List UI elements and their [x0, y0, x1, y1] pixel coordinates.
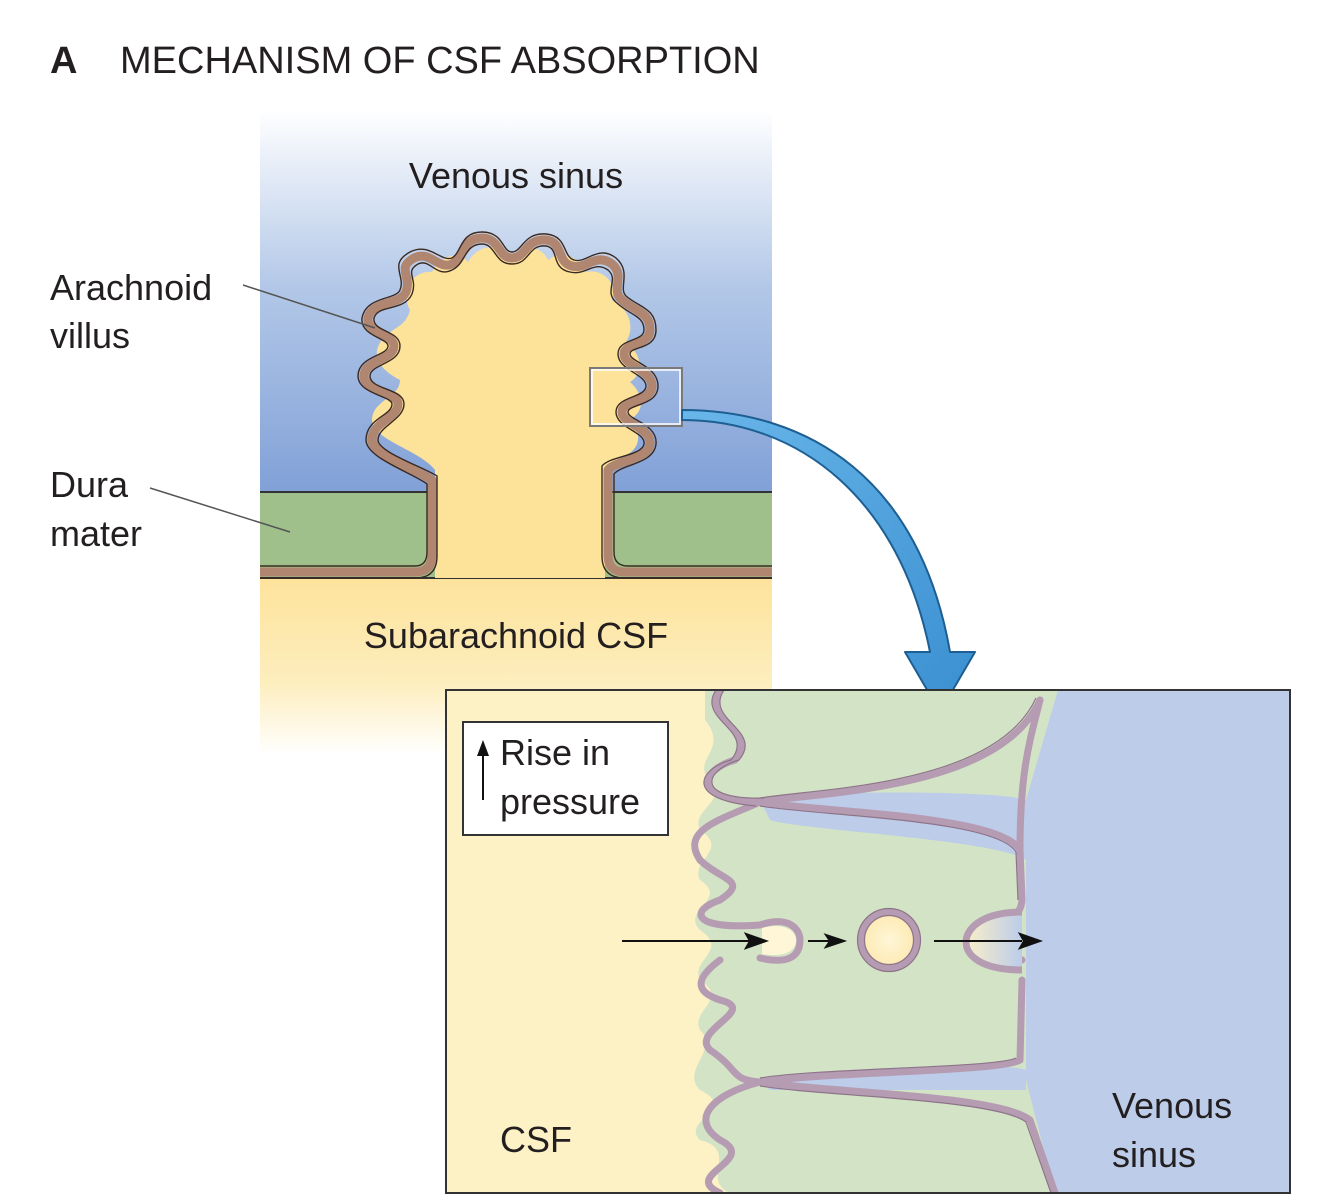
zoom-arrow [681, 409, 976, 713]
arachnoid-villus-label-2: villus [50, 315, 130, 356]
venous-sinus-label: Venous sinus [409, 155, 623, 196]
arachnoid-villus-label-1: Arachnoid [50, 267, 212, 308]
rise-in-pressure-box [462, 721, 669, 836]
inset-venous-sinus-region [1026, 690, 1290, 1193]
inset-frame [445, 689, 1291, 1194]
figure-title: MECHANISM OF CSF ABSORPTION [120, 40, 760, 82]
dura-mater-label-1: Dura [50, 464, 129, 505]
flow-arrows [622, 932, 1044, 950]
overview-panel [149, 110, 772, 755]
dura-mater-leader [149, 487, 291, 533]
zoom-box [589, 367, 683, 427]
subarachnoid-csf-label: Subarachnoid CSF [364, 615, 668, 656]
rise-in-pressure-label-2: pressure [500, 781, 640, 822]
arachnoid-villus-membrane [260, 233, 772, 577]
panel-letter: A [50, 40, 77, 82]
inset-venous-sinus-label-1: Venous [1112, 1085, 1232, 1126]
rise-in-pressure-label-1: Rise in [500, 732, 610, 773]
inset-venous-sinus-label-2: sinus [1112, 1134, 1196, 1175]
dura-mater-label-2: mater [50, 513, 142, 554]
inset-csf-label: CSF [500, 1119, 572, 1160]
arachnoid-villus-interior [372, 247, 642, 578]
inset-panel [446, 690, 1290, 1193]
arachnoid-villus-leader [242, 284, 376, 329]
vesicle-middle [857, 908, 921, 972]
